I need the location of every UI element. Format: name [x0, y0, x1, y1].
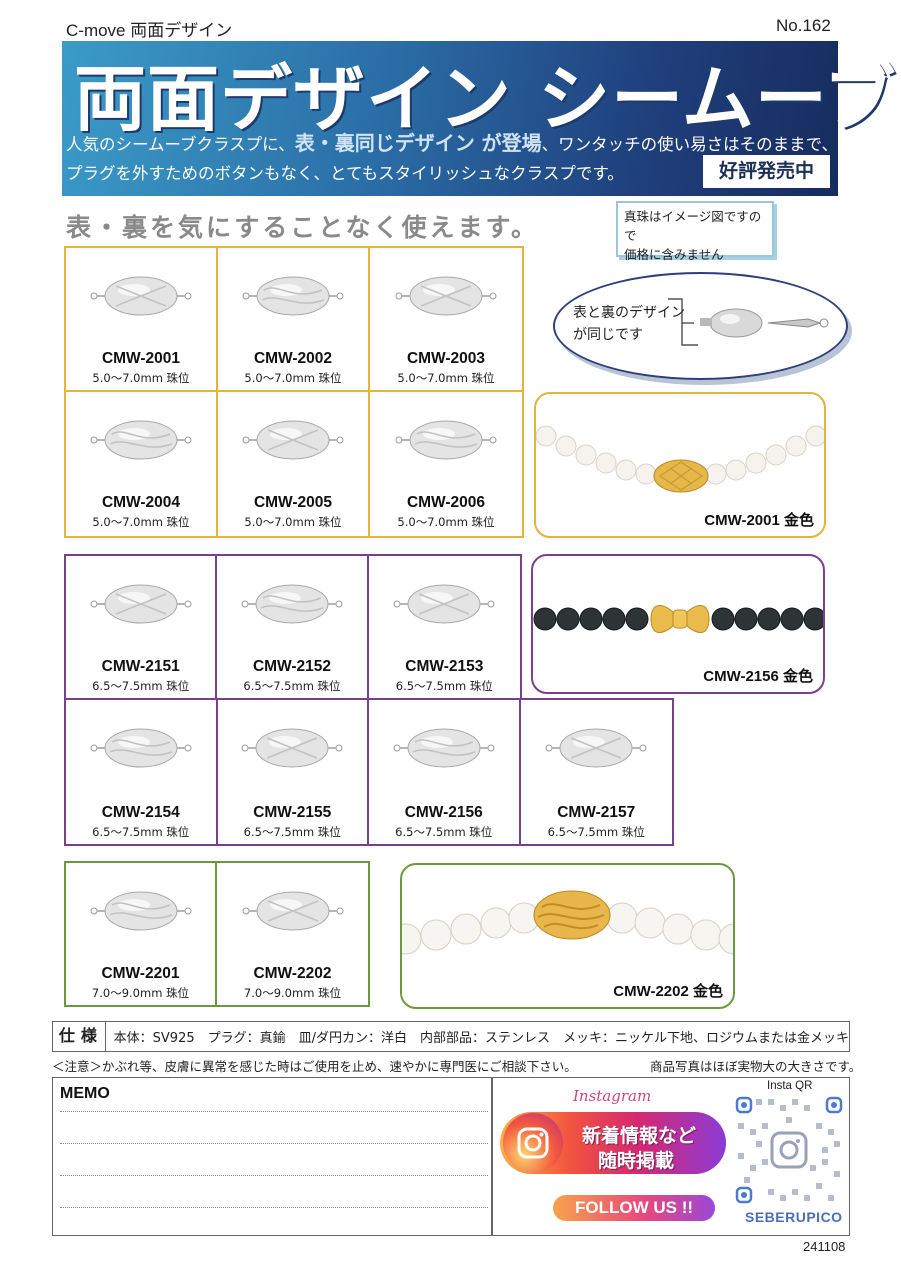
clasp-product-image [395, 420, 497, 460]
clasp-product-image [393, 584, 495, 624]
memo-line [60, 1111, 488, 1112]
catalog-number: No.162 [776, 16, 831, 35]
divider [491, 1077, 493, 1236]
instagram-message-1: 新着情報など [582, 1125, 697, 1147]
white-pearl-necklace-image [402, 890, 733, 955]
clasp-product-image [90, 584, 192, 624]
photo-caption: CMW-2156 金色 [703, 668, 813, 685]
caution-note: ＜注意＞かぶれ等、皮膚に異常を感じた時はご使用を止め、速やかに専門医にご相談下さ… [52, 1059, 577, 1074]
clasp-product-image [242, 891, 343, 931]
memo-line [60, 1175, 488, 1176]
spec-label: 仕様 [53, 1022, 106, 1051]
qr-code-icon[interactable] [734, 1095, 844, 1205]
clasp-product-image [241, 728, 343, 768]
issue-date: 241108 [803, 1239, 846, 1254]
instagram-message-2: 随時掲載 [598, 1150, 675, 1172]
instagram-icon [503, 1113, 563, 1173]
photo-size-note: 商品写真はほぼ実物大の大きさです。 [650, 1059, 862, 1074]
qr-label: Insta QR [767, 1080, 813, 1092]
clasp-product-image [393, 728, 495, 768]
clasp-product-image [90, 891, 191, 931]
clasp-product-image [395, 276, 497, 316]
instagram-brand: Instagram [573, 1087, 652, 1105]
series-name: C-move 両面デザイン [66, 21, 233, 40]
clasp-product-image [241, 584, 343, 624]
page-title: 両面デザイン シームーブ [74, 57, 897, 141]
spec-text: 本体：SV925 プラグ：真鍮 皿/ダ円カン：洋白 内部部品：ステンレス メッキ… [113, 1031, 849, 1046]
subheading: 表・裏を気にすることなく使えます。 [66, 213, 540, 242]
specification-bar: 仕様 本体：SV925 プラグ：真鍮 皿/ダ円カン：洋白 内部部品：ステンレス … [52, 1021, 850, 1052]
banner-description-1: 人気のシームーブクラスプに、表・裏同じデザイン が登場、ワンタッチの使い易さはそ… [66, 131, 839, 155]
clasp-product-image [90, 420, 192, 460]
memo-line [60, 1143, 488, 1144]
follow-us-button[interactable]: FOLLOW US !! [553, 1195, 715, 1221]
memo-line [60, 1207, 488, 1208]
photo-caption: CMW-2001 金色 [704, 512, 814, 529]
image-note: 真珠はイメージ図ですので価格に含みません [616, 201, 774, 262]
memo-and-instagram-box [52, 1077, 850, 1236]
necklace-photo-cmw-2001: CMW-2001 金色 [534, 392, 826, 538]
pearl-necklace-image [536, 425, 824, 493]
same-design-diagram [553, 272, 848, 380]
clasp-product-image [90, 728, 192, 768]
necklace-photo-cmw-2202: CMW-2202 金色 [400, 863, 735, 1009]
necklace-photo-cmw-2156: CMW-2156 金色 [531, 554, 825, 694]
clasp-product-image [545, 728, 647, 768]
memo-title: MEMO [60, 1085, 110, 1102]
banner-highlight: 表・裏同じデザイン が登場 [294, 131, 542, 155]
photo-caption: CMW-2202 金色 [613, 983, 723, 1000]
black-pearl-necklace-image [533, 605, 823, 633]
clasp-diagram-icon [668, 298, 829, 346]
instagram-account: SEBERUPICO [745, 1209, 843, 1225]
on-sale-badge: 好評発売中 [703, 155, 830, 188]
clasp-product-image [242, 276, 344, 316]
clasp-product-image [242, 420, 344, 460]
clasp-product-image [90, 276, 192, 316]
banner-description-2: プラグを外すためのボタンもなく、とてもスタイリッシュなクラスプです。 [66, 164, 624, 183]
diagram-text: 表と裏のデザインが同じです [573, 305, 685, 343]
